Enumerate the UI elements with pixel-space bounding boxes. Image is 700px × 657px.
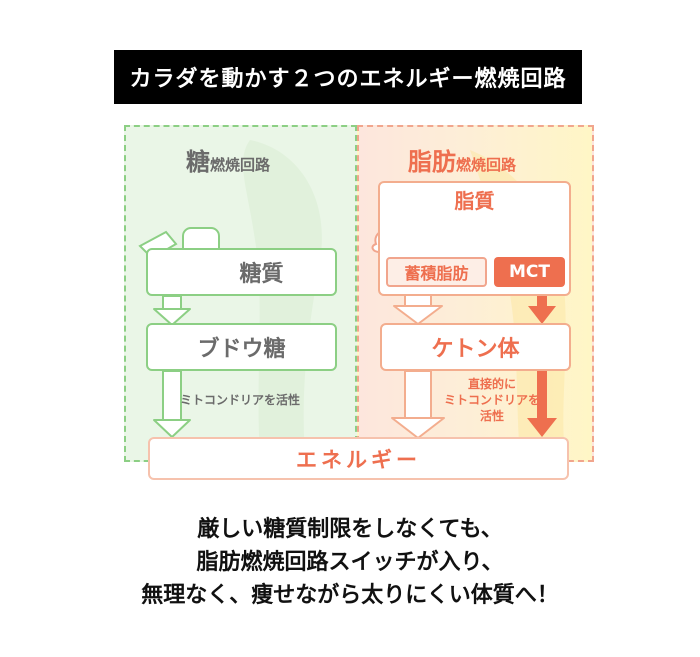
fat-label: 脂質 [454,189,495,213]
glucose-to-energy-arrow [153,370,191,438]
mct-chip: MCT [494,257,565,287]
fat-mitochondria-note: 直接的に ミトコンドリアを 活性 [436,376,548,424]
sugar-label: 糖質 [239,262,284,287]
sugar-to-glucose-arrow [153,295,191,326]
bottom-line-3: 無理なく、痩せながら太りにくい体質へ！ [141,583,559,608]
ketone-label: ケトン体 [431,337,520,362]
bottom-line-1: 厳しい糖質制限をしなくても、 [197,517,503,542]
fat-note-line3: 活性 [479,409,504,423]
fat-circuit-title: 脂肪燃焼回路 [408,142,516,177]
glucose-box: ブドウ糖 [146,323,337,371]
fat-circuit-title-big: 脂肪 [408,148,456,176]
sugar-circuit-title: 糖燃焼回路 [186,142,270,177]
sugar-circuit-title-big: 糖 [186,148,210,176]
sugar-circuit-title-small: 燃焼回路 [210,156,271,174]
glucose-label: ブドウ糖 [197,337,286,362]
fat-note-line2: ミトコンドリアを [443,393,540,407]
fat-circuit-title-small: 燃焼回路 [456,156,517,174]
bottom-line-2: 脂肪燃焼回路スイッチが入り、 [196,550,504,575]
stored-fat-chip: 蓄積脂肪 [386,257,487,287]
ketone-to-energy-arrow [391,370,445,439]
sugar-box: 糖質 [146,248,337,296]
sugar-mitochondria-note: ミトコンドリアを活性 [180,393,301,407]
mct-direct-energy-arrow [527,371,557,437]
mct-to-ketone-arrow [528,287,556,324]
fat-note-line1: 直接的に [467,377,516,391]
ketone-box: ケトン体 [380,323,571,371]
diagram-title: カラダを動かす２つのエネルギー燃焼回路 [114,50,582,104]
body-silhouette-left [243,140,322,455]
energy-label: エネルギー [296,447,421,472]
energy-box: エネルギー [148,437,569,480]
